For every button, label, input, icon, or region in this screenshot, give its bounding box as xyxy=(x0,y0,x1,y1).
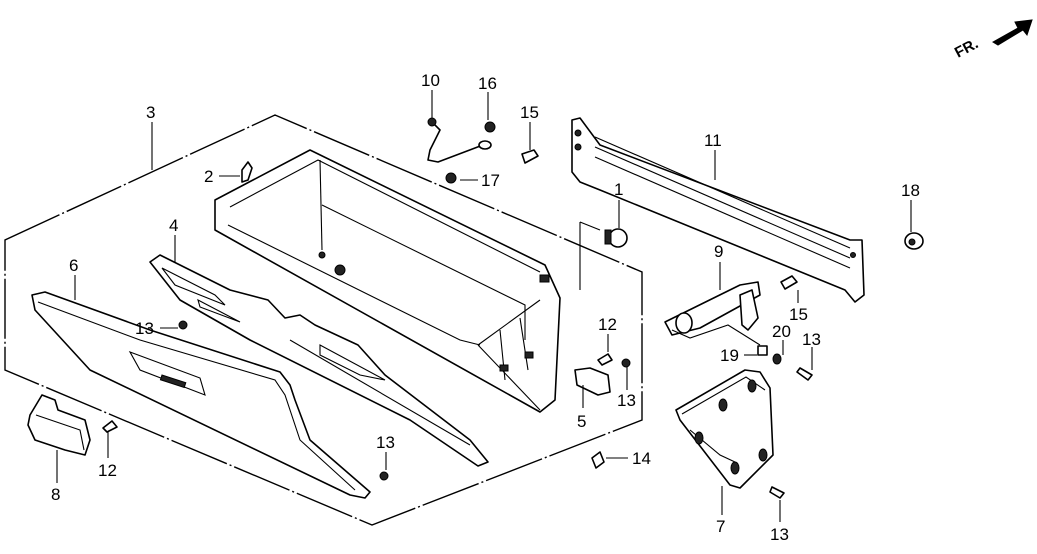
screw-part xyxy=(521,149,539,164)
screw-part xyxy=(178,320,188,330)
screw-part xyxy=(621,358,631,368)
screw-part xyxy=(102,420,118,433)
front-label: FR. xyxy=(952,35,981,61)
latch xyxy=(27,394,91,456)
callout-2: 2 xyxy=(204,167,213,186)
callout-15-a: 15 xyxy=(520,103,539,122)
screw-part xyxy=(769,486,785,499)
door-panel xyxy=(31,291,371,499)
callout-3: 3 xyxy=(146,103,155,122)
callout-8: 8 xyxy=(51,485,60,504)
screw-part xyxy=(780,275,798,290)
hinge-bracket xyxy=(675,369,774,489)
washer-part xyxy=(772,353,782,365)
callout-14: 14 xyxy=(632,449,651,468)
callout-13-a: 13 xyxy=(135,319,154,338)
hinge-part xyxy=(574,367,611,396)
callout-5: 5 xyxy=(577,412,586,431)
front-direction-indicator: FR. xyxy=(952,19,1033,62)
callout-17: 17 xyxy=(481,171,500,190)
callout-labels: 1 2 3 4 5 6 7 8 9 10 11 12 12 13 13 13 1… xyxy=(51,71,920,544)
front-arrow-icon xyxy=(992,19,1033,46)
callout-10: 10 xyxy=(421,71,440,90)
callout-12-b: 12 xyxy=(98,461,117,480)
nut-part xyxy=(757,345,768,356)
screw-part xyxy=(445,172,457,184)
screw-part xyxy=(379,471,389,481)
callout-15-b: 15 xyxy=(789,305,808,324)
screw-part xyxy=(796,367,813,381)
callout-1: 1 xyxy=(614,180,623,199)
callout-13-d: 13 xyxy=(376,433,395,452)
callout-4: 4 xyxy=(169,216,178,235)
bolt-part xyxy=(591,451,605,469)
bulb-part xyxy=(241,161,253,183)
bracket-rail xyxy=(571,117,865,303)
small-parts xyxy=(102,117,924,499)
callout-13-c: 13 xyxy=(802,330,821,349)
callout-13-e: 13 xyxy=(770,525,789,544)
callout-11: 11 xyxy=(704,131,722,150)
callout-13-b: 13 xyxy=(617,391,636,410)
clip-part xyxy=(484,121,496,133)
callout-20: 20 xyxy=(772,322,791,341)
callout-16: 16 xyxy=(478,74,497,93)
screw-part xyxy=(597,353,613,366)
damper-cylinder xyxy=(664,281,761,346)
callout-7: 7 xyxy=(716,517,725,536)
glove-box xyxy=(214,149,561,413)
inner-panel xyxy=(149,254,489,467)
cable-part xyxy=(427,121,489,163)
callout-6: 6 xyxy=(69,256,78,275)
assembly-outline xyxy=(4,114,643,526)
callout-9: 9 xyxy=(714,242,723,261)
leader-lines xyxy=(56,90,912,522)
callout-12-a: 12 xyxy=(598,315,617,334)
callout-18: 18 xyxy=(901,181,920,200)
bumper-part xyxy=(608,228,628,248)
callout-19: 19 xyxy=(720,346,739,365)
